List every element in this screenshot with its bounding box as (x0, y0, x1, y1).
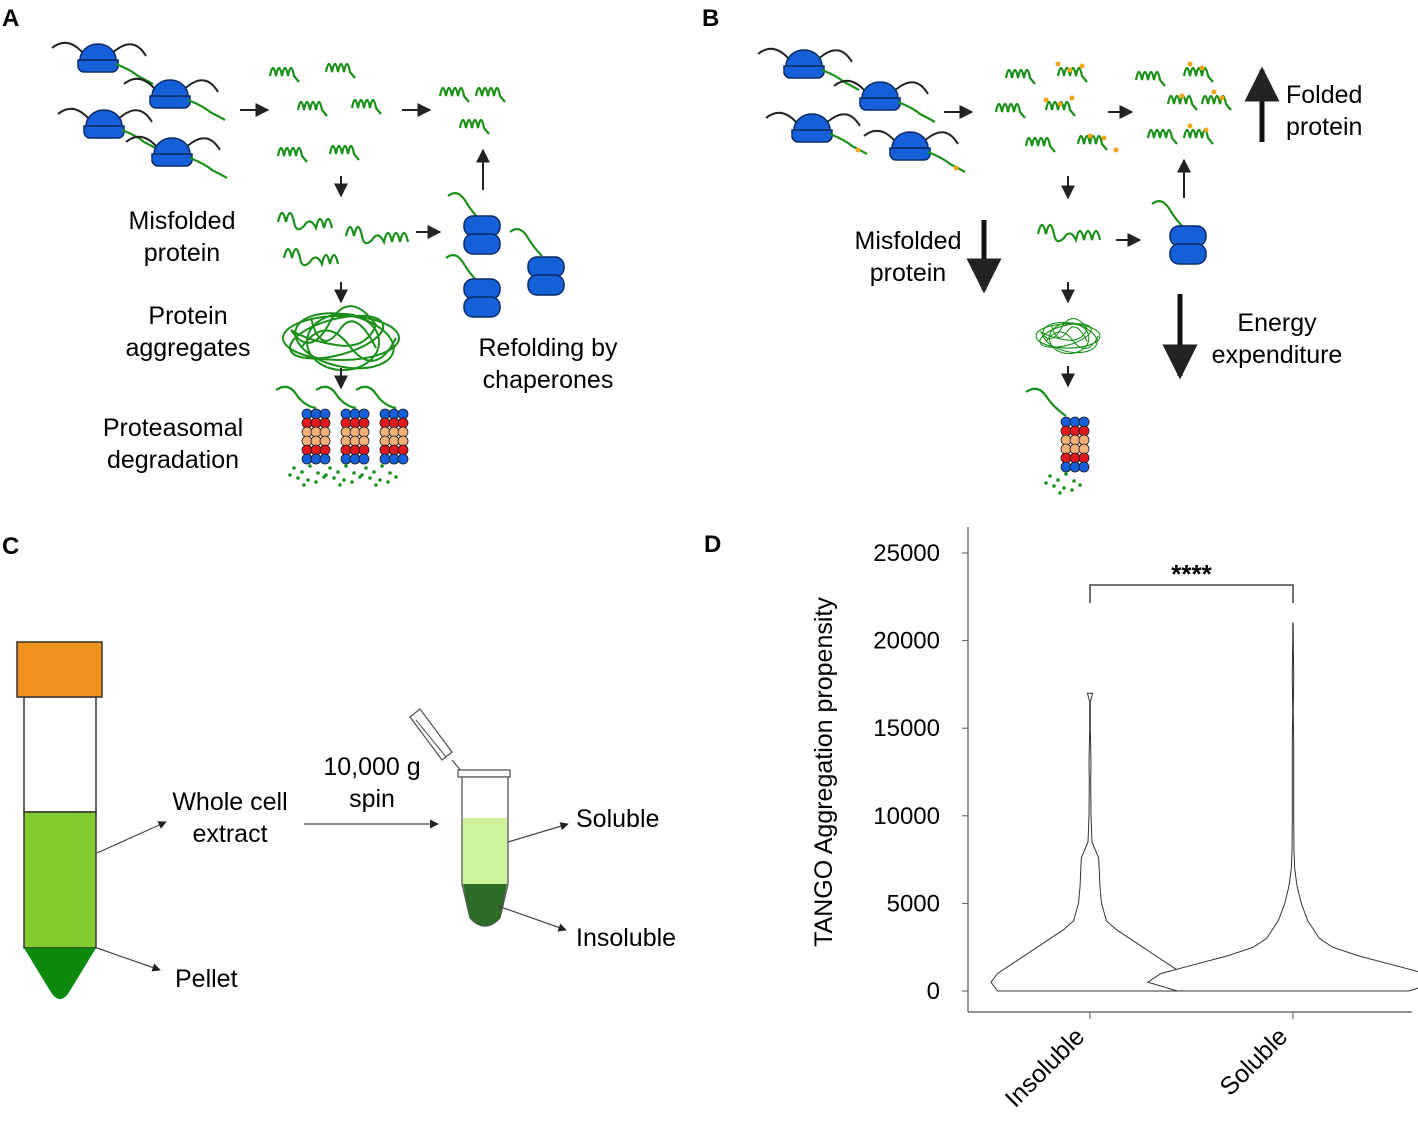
misfolded-chains (276, 211, 410, 268)
panel-c: C Whole cell extract Pellet 10,000 g spi… (2, 533, 676, 999)
energy-label-line1: Energy (1237, 309, 1317, 337)
ribosome-icon (783, 49, 825, 79)
violin-shape (1146, 622, 1418, 992)
spin-label-line2: spin (349, 785, 395, 813)
violin-shape (990, 692, 1190, 992)
soluble-layer (463, 818, 507, 884)
ribosome-icon (77, 43, 119, 73)
ribosome-icon (889, 131, 931, 161)
ribosome-icon (149, 79, 191, 109)
ribosome-icon (791, 113, 833, 143)
microcentrifuge-tube (409, 708, 511, 927)
insoluble-label: Insoluble (576, 924, 676, 952)
x-tick-label: Insoluble (1000, 1022, 1091, 1113)
y-tick-label: 20000 (873, 628, 940, 655)
significance-label: **** (1171, 559, 1212, 589)
spin-label-line1: 10,000 g (323, 753, 420, 781)
ribosome-group (51, 41, 228, 179)
misfolded-label-line2: protein (144, 239, 220, 267)
pellet-layer (24, 948, 96, 999)
panel-c-letter: C (2, 533, 19, 560)
aggregate-tangle (1035, 317, 1101, 358)
panel-b-letter: B (702, 5, 719, 32)
tube-cap (16, 641, 103, 698)
panel-d-letter: D (704, 531, 721, 558)
ribosome-group (757, 47, 966, 173)
folded-protein (1134, 61, 1233, 146)
y-tick-label: 15000 (873, 715, 940, 742)
refolding-label-line2: chaperones (483, 366, 614, 394)
chaperone-icon (463, 215, 501, 255)
y-tick-label: 0 (927, 978, 940, 1005)
misfolded-label-line1: Misfolded (129, 207, 236, 235)
x-tick-label: Soluble (1214, 1022, 1293, 1101)
y-tick-label: 10000 (873, 803, 940, 830)
misfolded-chain (1036, 223, 1102, 244)
chaperone-group (445, 192, 565, 318)
pointer-line (96, 947, 161, 972)
extract-label-line2: extract (192, 820, 267, 848)
panel-b: B Folded protein Misfolded protein (702, 5, 1362, 495)
energy-label-line2: expenditure (1212, 341, 1343, 369)
misfolded-label-line2: protein (870, 259, 946, 287)
degradation-label-line1: Proteasomal (103, 414, 243, 442)
pellet-label: Pellet (175, 965, 238, 993)
panel-a-letter: A (2, 5, 19, 32)
proteasome-icon (1060, 416, 1090, 473)
extract-label-line1: Whole cell (172, 788, 287, 816)
misfolded-label-line1: Misfolded (855, 227, 962, 255)
nascent-chains (994, 61, 1119, 154)
aggregates-label-line1: Protein (148, 302, 227, 330)
y-tick-label: 25000 (873, 540, 940, 567)
y-tick-label: 5000 (887, 890, 940, 917)
aggregates-label-line2: aggregates (125, 334, 250, 362)
insoluble-layer (463, 884, 507, 926)
proteasome-icon (379, 408, 409, 465)
extract-layer (23, 811, 97, 949)
aggregate-tangle (282, 303, 400, 378)
proteasome-icon (340, 408, 370, 465)
folded-label-line1: Folded (1286, 81, 1362, 109)
falcon-tube (16, 641, 103, 999)
ribosome-icon (83, 109, 125, 139)
significance-bracket (1089, 584, 1294, 603)
pointer-line (497, 905, 567, 932)
refolding-label-line1: Refolding by (479, 334, 618, 362)
pointer-line (96, 821, 167, 854)
folded-protein (438, 86, 507, 136)
proteasome-group (275, 385, 409, 487)
chaperone-icon (1169, 225, 1207, 265)
chaperone-icon (527, 256, 565, 296)
degradation-label-line2: degradation (107, 446, 239, 474)
y-axis-label: TANGO Aggregation propensity (810, 597, 838, 947)
folded-label-line2: protein (1286, 113, 1362, 141)
proteasome-group (1025, 387, 1090, 495)
pointer-line (507, 822, 569, 843)
soluble-label: Soluble (576, 805, 659, 833)
chaperone-icon (463, 278, 501, 318)
ribosome-icon (151, 137, 193, 167)
panel-a: A Misfolded protein (2, 5, 618, 487)
nascent-chains (268, 62, 383, 164)
chaperone-group (1151, 200, 1207, 265)
proteasome-icon (301, 408, 331, 465)
ribosome-icon (859, 81, 901, 111)
